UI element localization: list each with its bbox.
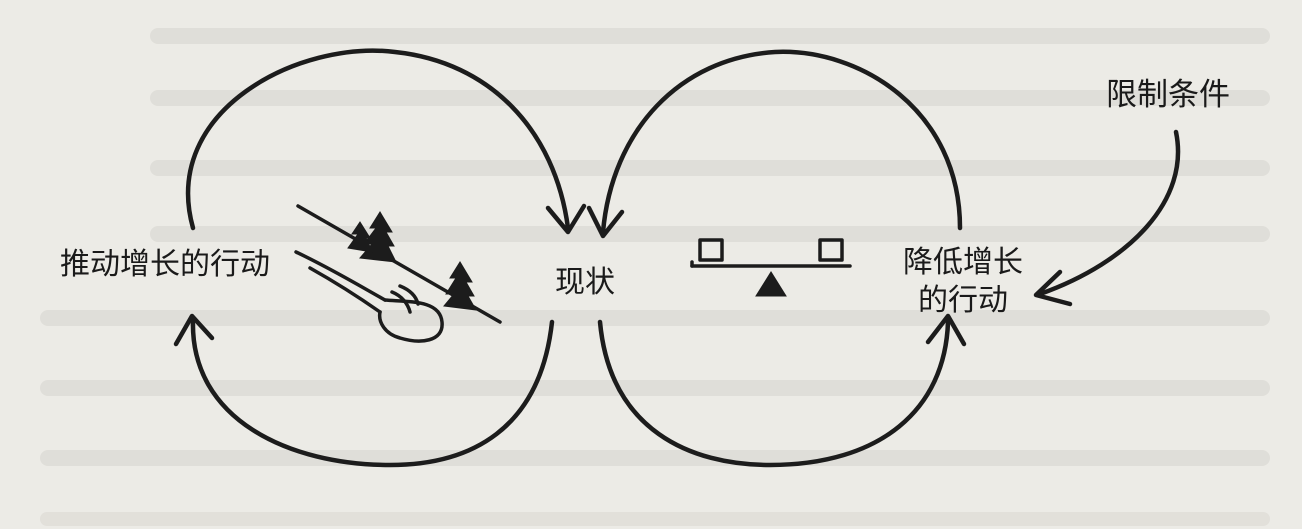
growth-action-label: 推动增长的行动 bbox=[60, 247, 270, 282]
snowball-rolling-downhill-icon bbox=[294, 204, 502, 343]
left-loop-bottom-arrow bbox=[173, 313, 555, 468]
reduce-growth-action-line1: 降低增长 bbox=[903, 245, 1023, 280]
right-loop-bottom-arrow bbox=[597, 313, 967, 468]
status-quo-label: 现状 bbox=[555, 265, 615, 300]
limiting-condition-arrow bbox=[1033, 129, 1181, 307]
limiting-condition-label: 限制条件 bbox=[1106, 77, 1230, 113]
left-loop-top-arrow bbox=[185, 48, 587, 235]
right-loop-top-arrow bbox=[586, 49, 963, 239]
balance-scale-seesaw-icon bbox=[690, 238, 852, 297]
reduce-growth-action-line2: 的行动 bbox=[918, 283, 1008, 318]
reduce-growth-action-label: 降低增长 的行动 bbox=[903, 244, 1023, 320]
